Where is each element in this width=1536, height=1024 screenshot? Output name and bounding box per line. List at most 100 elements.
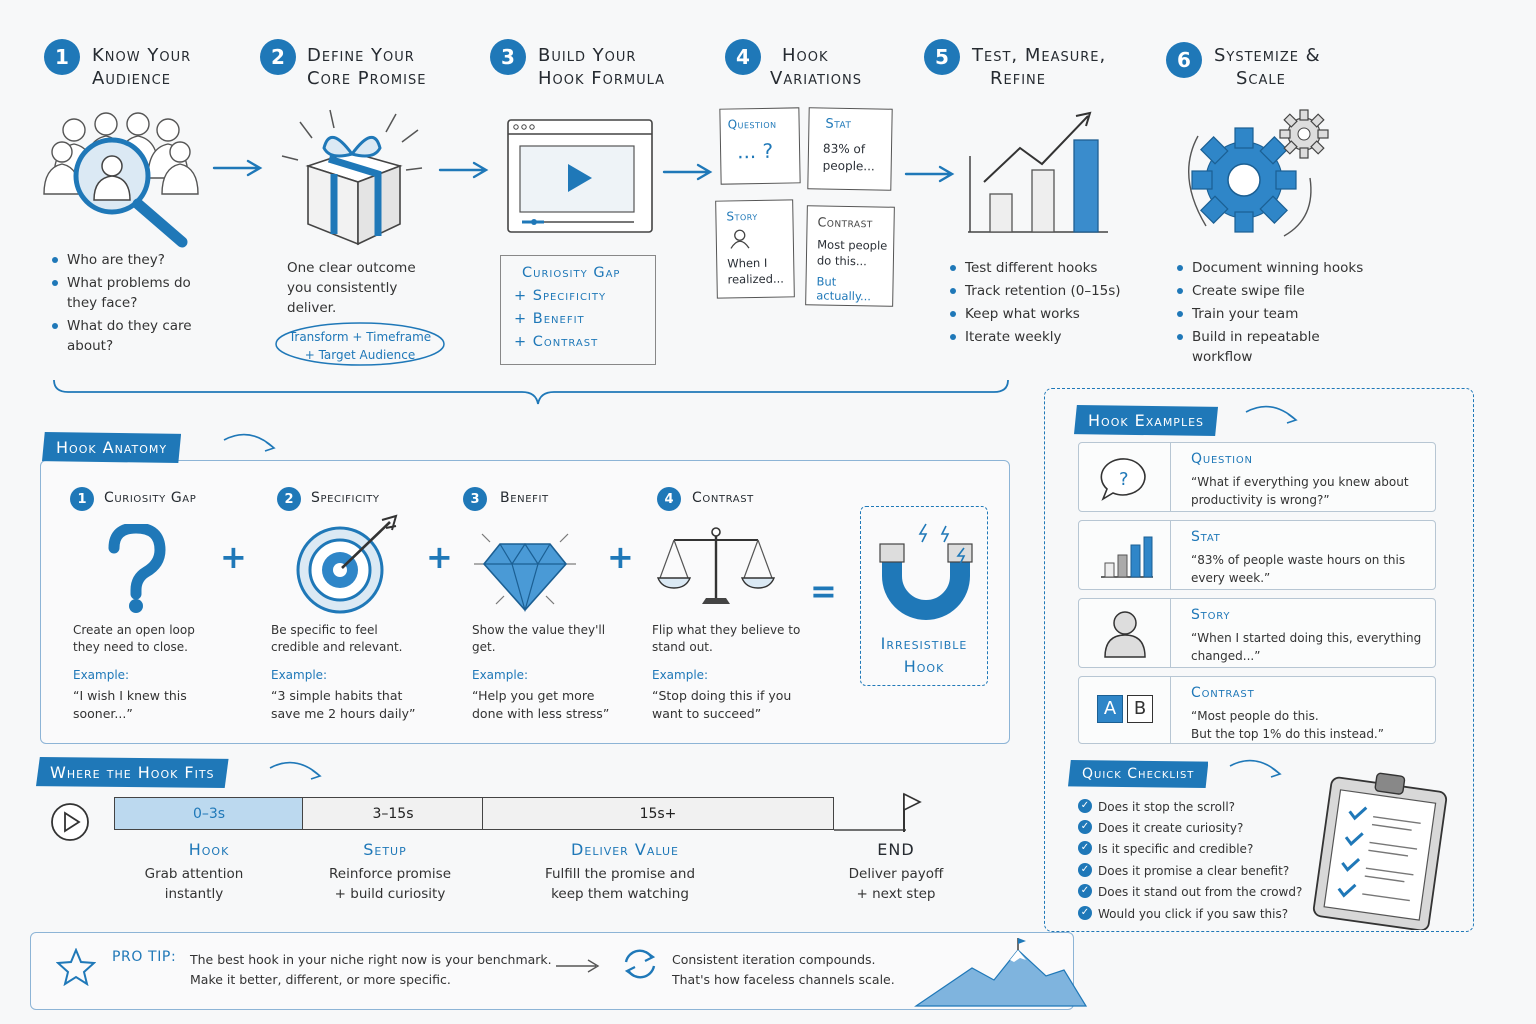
hook-formula-item: Curiosity Gap [522,265,621,281]
promise-formula-line1: Transform + Timeframe [288,330,432,344]
step-1-bullet: What problems do they face? [51,273,201,313]
promise-formula: Transform + Timeframe + Target Audience [274,328,446,364]
example-text-line: But the top 1% do this instead.” [1191,727,1384,741]
anatomy-1-title: Curiosity Gap [104,490,197,506]
anatomy-2-title: Specificity [311,490,380,506]
flow-arrow-icon [212,159,263,177]
anatomy-4-text: Flip what they believe to stand out. [652,623,801,654]
variation-note-text: Most people do this... [816,237,888,269]
variation-note-label: Question [727,116,777,132]
curved-arrow-icon [1229,759,1282,778]
checklist-item[interactable]: Does it promise a clear benefit? [1078,863,1289,878]
timeline-deliver-title: Deliver Value [571,840,679,859]
arrow-icon [556,959,600,973]
svg-text:?: ? [1119,469,1129,490]
hook-anatomy-banner: Hook Anatomy [42,432,182,463]
flow-arrow-icon [438,161,489,179]
pro-tip-right-text: Consistent iteration compounds. That's h… [672,950,895,990]
anatomy-1-number: 1 [70,487,94,511]
step-6-bullet: Train your team [1176,304,1376,324]
step-3-number: 3 [490,39,526,75]
step-6-bullet: Create swipe file [1176,281,1376,301]
step-5-bullet: Iterate weekly [949,327,1139,347]
step-1-bullet: What do they care about? [51,316,201,356]
hook-examples-panel [1044,388,1474,932]
curved-arrow-icon [223,433,276,452]
timeline-range: 0–3s [192,805,226,822]
timeline-hook-desc: Grab attention instantly [114,864,274,904]
irresistible-hook-line1: Irresistible [880,634,968,653]
checklist-item[interactable]: Is it specific and credible? [1078,841,1253,856]
example-text: “Most people do this. But the top 1% do … [1191,707,1441,743]
checklist-item[interactable]: Would you click if you saw this? [1078,906,1288,921]
example-label: Story [1191,607,1231,623]
magnet-icon [879,523,973,620]
example-card-story: Story “When I started doing this, everyt… [1078,598,1436,668]
checklist-item[interactable]: Does it stand out from the crowd? [1078,884,1302,899]
checklist-item[interactable]: Does it stop the scroll? [1078,799,1235,814]
example-card-question: ? Question “What if everything you knew … [1078,442,1436,512]
anatomy-3-title: Benefit [500,490,549,506]
step-1-bullets: Who are they? What problems do they face… [51,250,201,359]
hook-formula-item: + Specificity [514,288,607,304]
step-2-title-line1: Define Your [307,45,415,66]
step-1-bullet: Who are they? [51,250,201,270]
timeline-setup-desc: Reinforce promise + build curiosity [300,864,480,904]
flow-arrow-icon [662,163,713,181]
promise-formula-line2: + Target Audience [304,348,416,362]
step-2-title: Define Your Core Promise [307,44,426,90]
timeline-segment-hook: 0–3s [114,797,304,830]
timeline-desc-line: Fulfill the promise and [544,866,696,882]
timeline-setup-title: Setup [363,840,407,859]
step-5-bullet: Keep what works [949,304,1139,324]
play-button-icon[interactable] [50,802,92,842]
flow-arrow-icon [904,165,955,183]
step-2-title-line2: Core Promise [307,68,427,89]
example-card-stat: Stat “83% of people waste hours on this … [1078,520,1436,590]
timeline-desc-line: Deliver payoff [848,866,944,882]
step-4-title-line1: Hook [782,45,829,66]
example-text: “What if everything you knew about produ… [1191,475,1409,507]
person-icon [1104,611,1146,658]
step-4-number: 4 [725,39,761,75]
pro-tip-panel [30,932,1074,1010]
step-6-bullet: Document winning hooks [1176,258,1376,278]
step-6-title-line1: Systemize & [1214,45,1321,66]
anatomy-1-example: “I wish I knew this sooner...” [73,688,187,721]
curved-arrow-icon [269,761,322,780]
checklist-item[interactable]: Does it create curiosity? [1078,820,1243,835]
step-3-title-line2: Hook Formula [538,68,666,89]
equals-operator: = [810,572,837,610]
example-text-line: “Most people do this. [1191,709,1319,723]
variation-note-question: Question ... ? [719,107,801,185]
example-icon-cell [1079,599,1171,667]
anatomy-4-title: Contrast [692,490,754,506]
step-5-title-line1: Test, Measure, [972,45,1107,66]
step-5-title: Test, Measure, Refine [972,44,1106,90]
example-icon-cell: A B [1079,677,1171,743]
hook-formula-box [500,255,656,365]
variation-note-label: Contrast [817,214,874,231]
growth-chart-icon [968,111,1108,233]
variation-note-text: 83% of people... [822,141,875,174]
timeline-desc-line: + next step [856,886,936,902]
refresh-cycle-icon [624,949,656,979]
example-card-contrast: A B Contrast “Most people do this. But t… [1078,676,1436,744]
example-icon-cell [1079,521,1171,589]
pro-tip-label: PRO TIP: [112,949,177,965]
step-4-title: Hook Variations [770,44,862,90]
timeline-desc-line: + build curiosity [334,886,446,902]
finish-flag-icon [834,792,922,832]
anatomy-2-number: 2 [277,487,301,511]
person-icon [730,229,750,249]
quick-checklist-banner: Quick Checklist [1068,760,1209,788]
pro-tip-line: The best hook in your niche right now is… [190,952,552,967]
step-2-description: One clear outcome you consistently deliv… [287,260,416,316]
timeline-desc-line: instantly [164,886,224,902]
pro-tip-line: Consistent iteration compounds. [672,952,876,967]
video-player-icon [507,119,653,233]
anatomy-1-example-label: Example: [73,668,130,682]
pro-tip-line: Make it better, different, or more speci… [190,972,451,987]
question-mark-icon [108,524,166,613]
step-6-bullet: Build in repeatable workflow [1176,327,1346,367]
